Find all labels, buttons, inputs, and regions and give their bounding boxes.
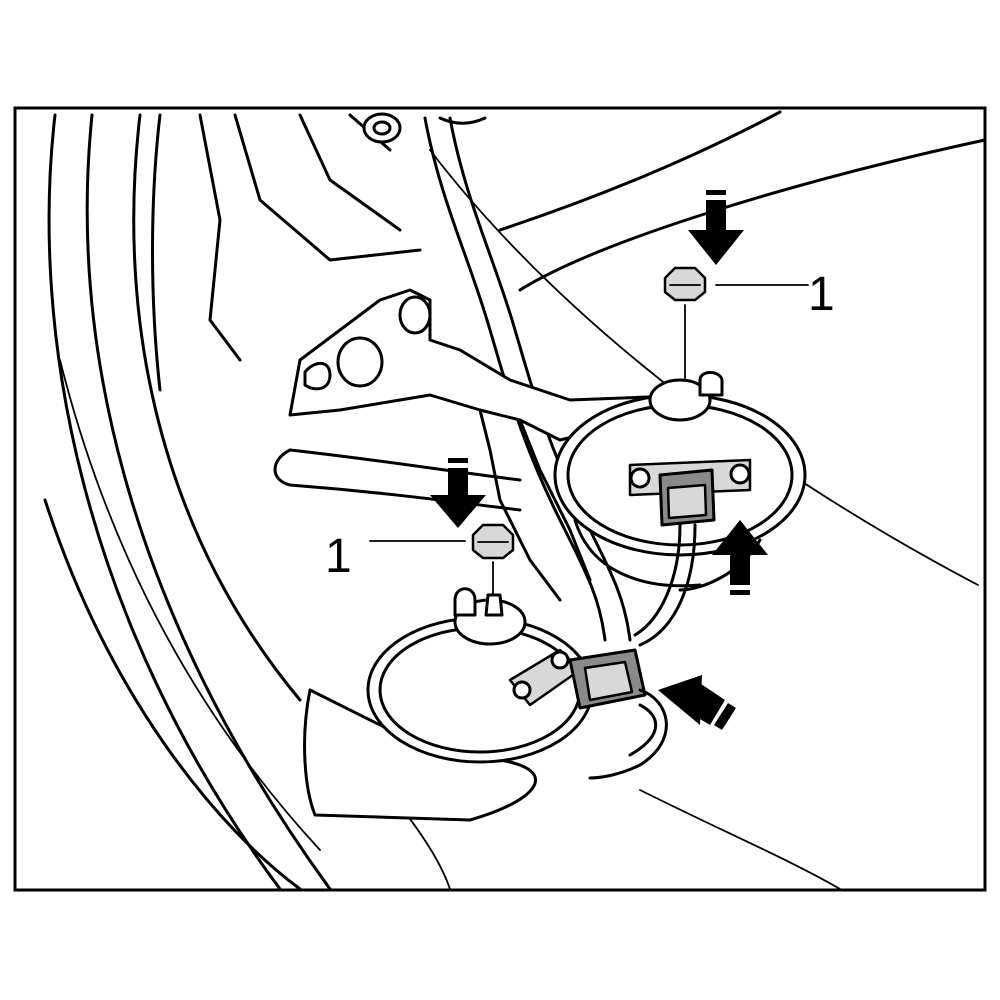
- callout-1-lower: 1: [325, 530, 352, 583]
- support-structure: [151, 112, 422, 392]
- nut-upper: [663, 266, 707, 302]
- arrow-up-upper-connector: [712, 520, 768, 595]
- nut-lower: [471, 523, 515, 560]
- bumper-cover-lines: [43, 113, 332, 889]
- horn-upper: [553, 371, 807, 647]
- callout-1-upper: 1: [808, 268, 835, 321]
- arrow-down-upper-nut: [688, 190, 744, 265]
- horn-lower: [303, 587, 668, 822]
- arrow-left-lower-connector: [658, 675, 736, 730]
- arrow-down-lower-nut: [430, 458, 486, 528]
